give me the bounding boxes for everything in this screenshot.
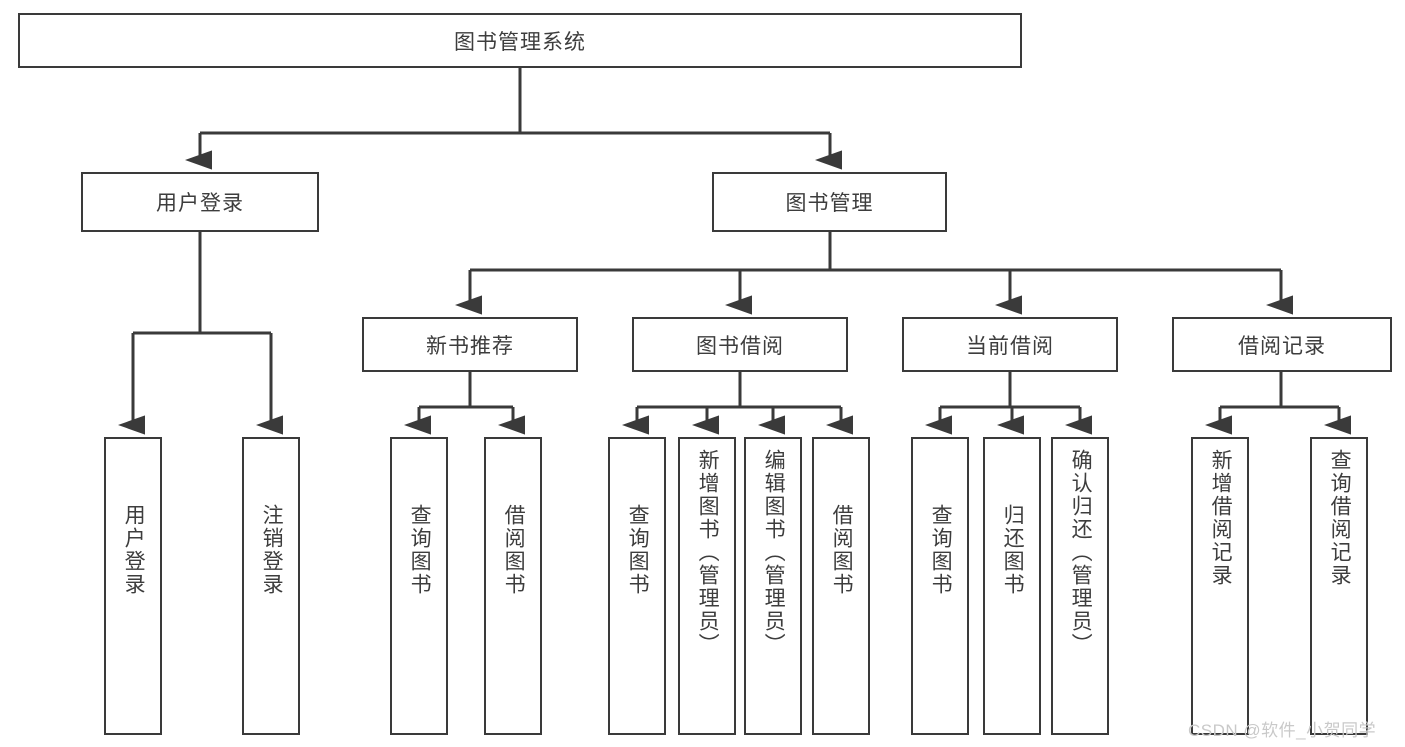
- node-level3-2[interactable]: 图书借阅: [632, 317, 848, 372]
- node-level3-3[interactable]: 当前借阅: [902, 317, 1118, 372]
- node-level3-4[interactable]: 借阅记录: [1172, 317, 1392, 372]
- node-leaf-5-label: 查询图书: [626, 504, 650, 596]
- node-leaf-13-label: 查询借阅记录: [1328, 449, 1352, 587]
- node-leaf-7[interactable]: 编辑图书（管理员）: [744, 437, 802, 735]
- node-leaf-10-label: 归还图书: [1001, 504, 1025, 596]
- node-leaf-5[interactable]: 查询图书: [608, 437, 666, 735]
- node-leaf-3-label: 查询图书: [408, 504, 432, 596]
- node-level3-1-label: 新书推荐: [426, 334, 514, 358]
- node-level3-4-label: 借阅记录: [1238, 334, 1326, 358]
- node-leaf-7-label: 编辑图书（管理员）: [762, 449, 786, 656]
- node-leaf-12[interactable]: 新增借阅记录: [1191, 437, 1249, 735]
- node-leaf-1-label: 用户登录: [122, 504, 146, 596]
- node-leaf-12-label: 新增借阅记录: [1209, 449, 1233, 587]
- node-level2-1[interactable]: 用户登录: [81, 172, 319, 232]
- watermark: CSDN @软件_小贺同学: [1188, 721, 1377, 740]
- node-leaf-8-label: 借阅图书: [830, 504, 854, 596]
- node-root[interactable]: 图书管理系统: [18, 13, 1022, 68]
- node-level2-1-label: 用户登录: [156, 192, 244, 215]
- node-leaf-11[interactable]: 确认归还（管理员）: [1051, 437, 1109, 735]
- node-level2-2[interactable]: 图书管理: [712, 172, 947, 232]
- node-root-label: 图书管理系统: [454, 30, 586, 54]
- node-leaf-4-label: 借阅图书: [502, 504, 526, 596]
- node-level3-2-label: 图书借阅: [696, 334, 784, 358]
- node-leaf-9[interactable]: 查询图书: [911, 437, 969, 735]
- node-leaf-9-label: 查询图书: [929, 504, 953, 596]
- node-leaf-8[interactable]: 借阅图书: [812, 437, 870, 735]
- node-level3-3-label: 当前借阅: [966, 334, 1054, 358]
- node-leaf-1[interactable]: 用户登录: [104, 437, 162, 735]
- node-leaf-13[interactable]: 查询借阅记录: [1310, 437, 1368, 735]
- node-level2-2-label: 图书管理: [785, 192, 874, 215]
- node-leaf-3[interactable]: 查询图书: [390, 437, 448, 735]
- node-leaf-4[interactable]: 借阅图书: [484, 437, 542, 735]
- node-leaf-10[interactable]: 归还图书: [983, 437, 1041, 735]
- node-leaf-2[interactable]: 注销登录: [242, 437, 300, 735]
- node-leaf-2-label: 注销登录: [260, 504, 284, 596]
- node-leaf-11-label: 确认归还（管理员）: [1069, 449, 1093, 656]
- node-leaf-6[interactable]: 新增图书（管理员）: [678, 437, 736, 735]
- node-level3-1[interactable]: 新书推荐: [362, 317, 578, 372]
- node-leaf-6-label: 新增图书（管理员）: [696, 449, 720, 656]
